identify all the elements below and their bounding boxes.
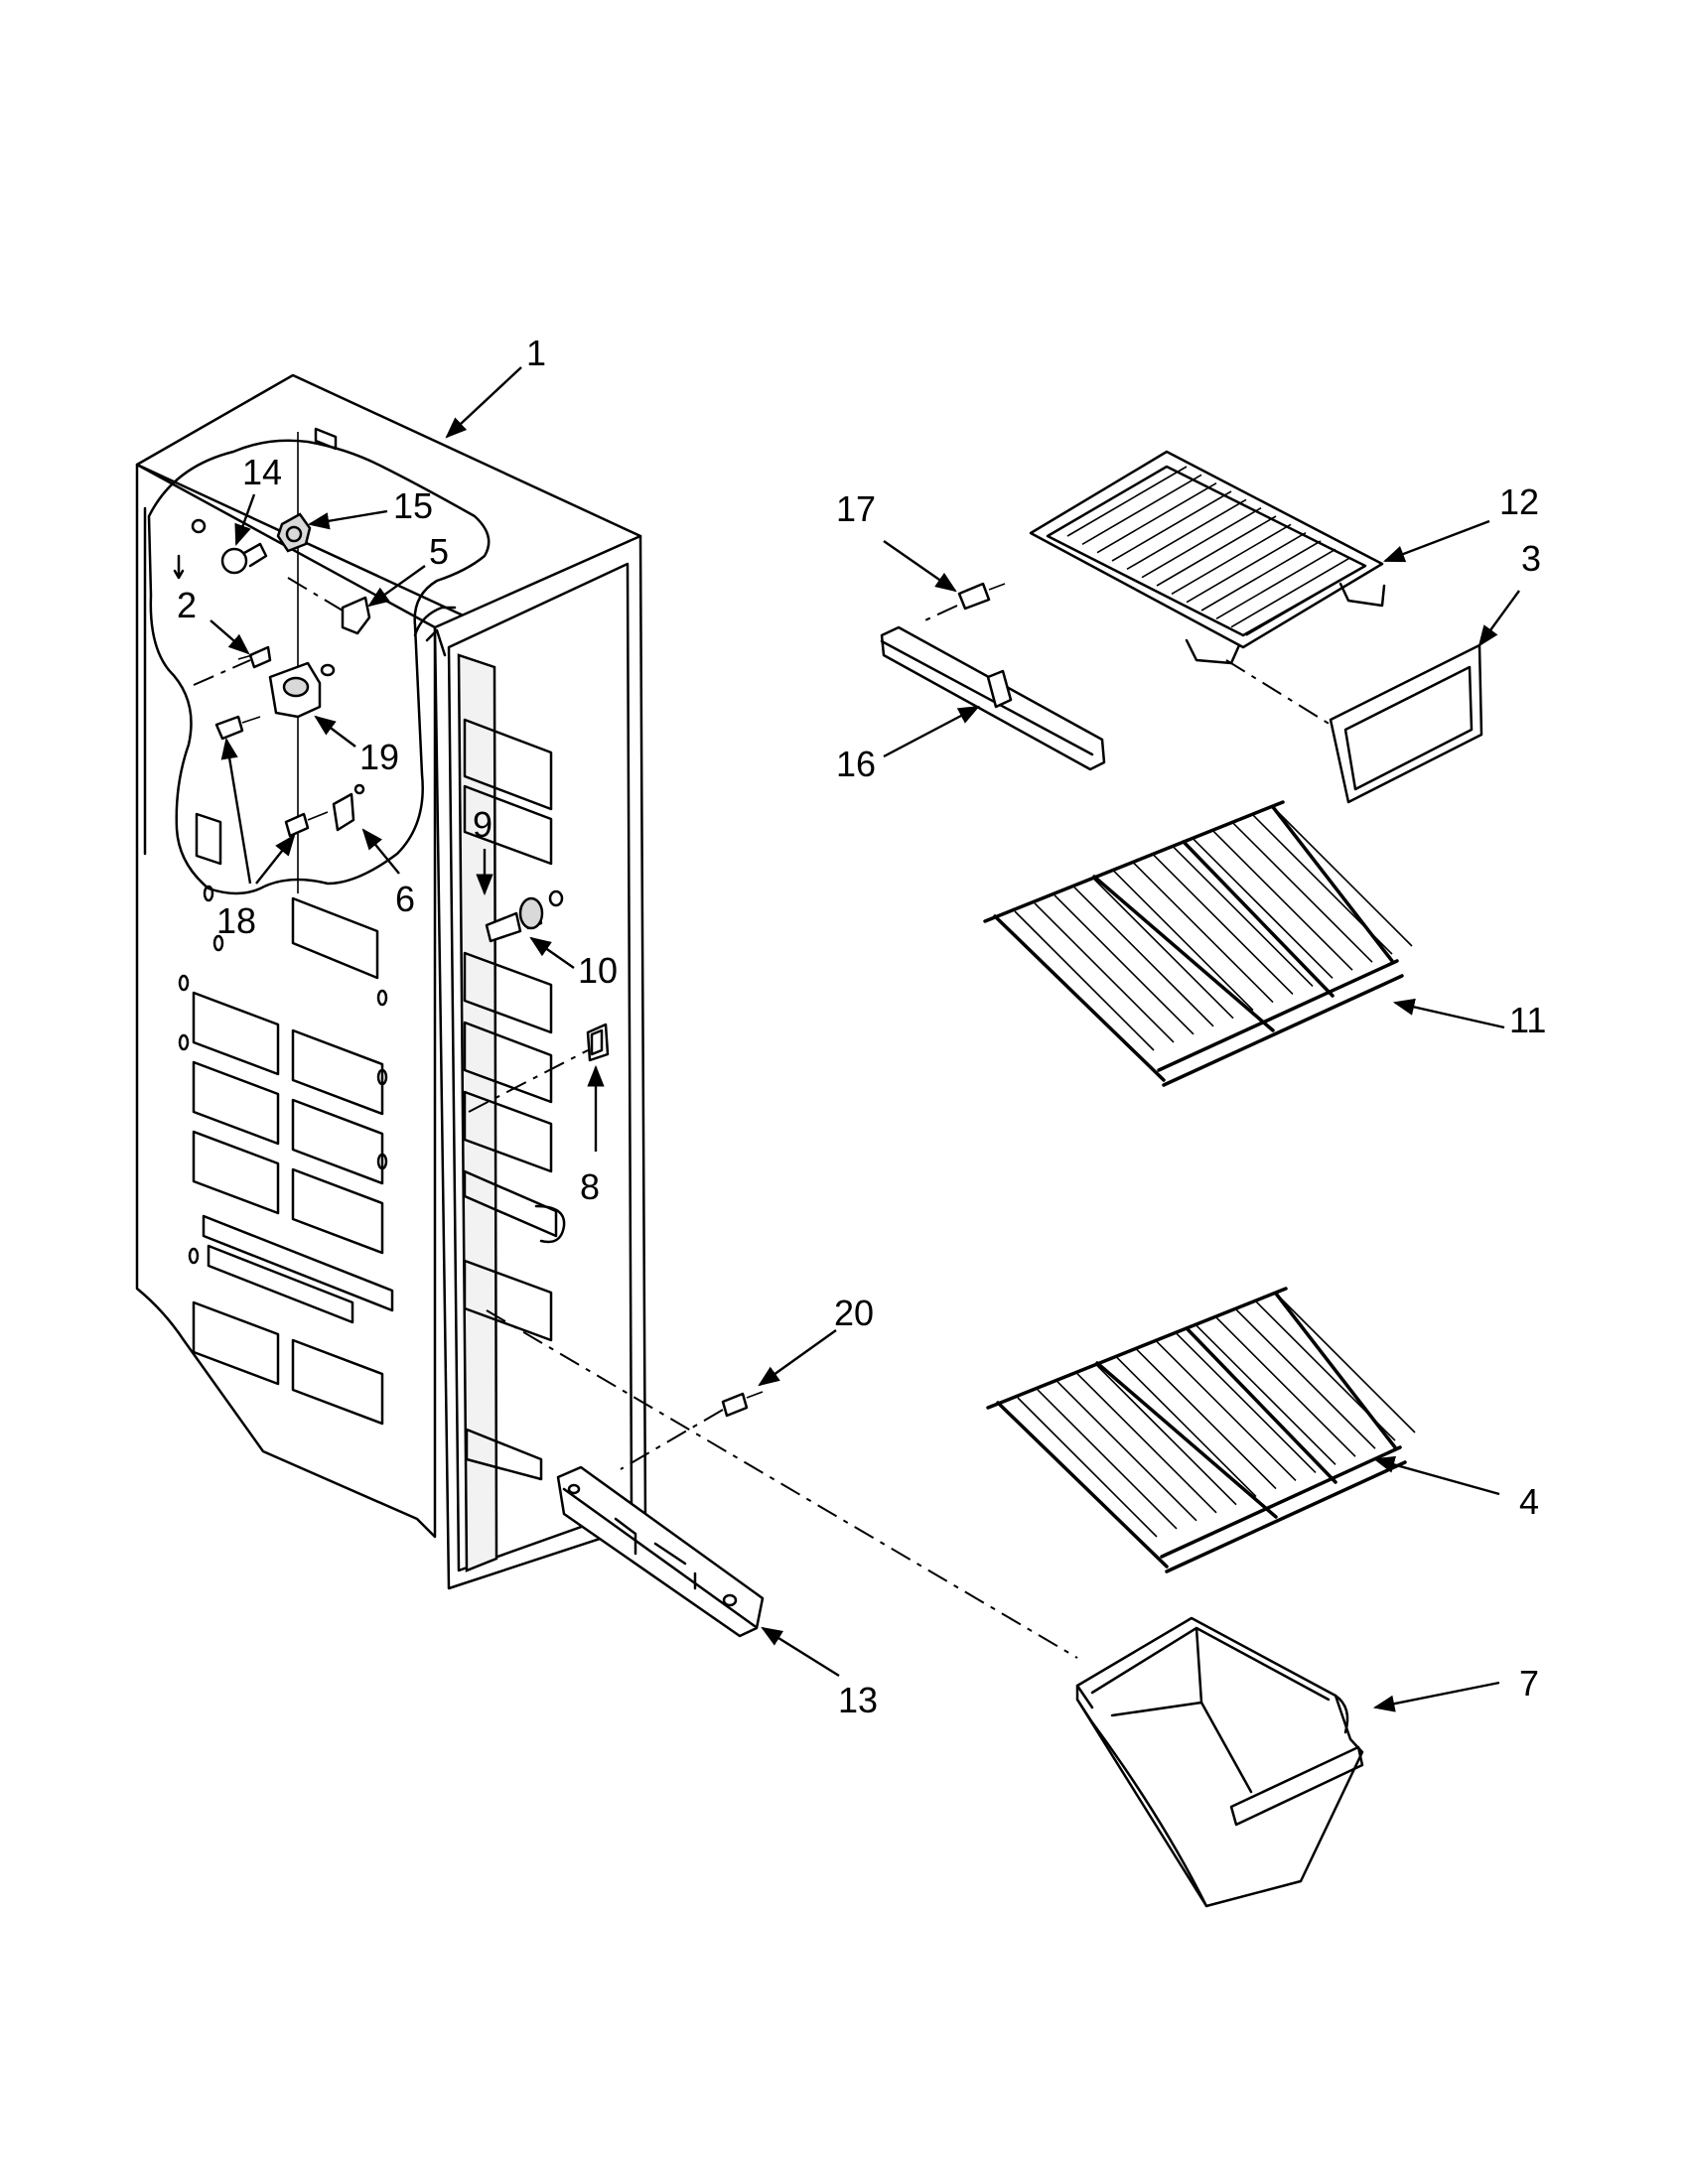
callout-14: 14 [242, 452, 282, 492]
callout-9: 9 [473, 804, 492, 845]
liner-hardware [193, 512, 610, 1113]
callout-4: 4 [1519, 1481, 1539, 1522]
liner-inner-wall-recesses [463, 718, 566, 1481]
bottom-track-assembly [556, 1465, 765, 1638]
callout-13: 13 [838, 1680, 878, 1720]
liner-panel-recesses [192, 812, 394, 1426]
callout-2: 2 [177, 585, 197, 625]
callout-11: 11 [1509, 1000, 1546, 1040]
callout-labels: 1 14 15 5 2 19 6 18 9 10 8 17 16 12 3 11… [177, 333, 1546, 1720]
wire-shelf-lower [986, 1287, 1416, 1573]
callout-3: 3 [1521, 538, 1541, 579]
wire-shelf-upper [983, 800, 1413, 1087]
callout-8: 8 [580, 1166, 600, 1207]
shelf-trim [1329, 643, 1483, 804]
screw-18a [214, 715, 261, 741]
screw-20 [721, 1391, 764, 1418]
callout-7: 7 [1519, 1663, 1539, 1704]
callout-19: 19 [359, 737, 399, 777]
callout-1: 1 [526, 333, 546, 373]
bracket [332, 783, 365, 832]
leader-lines [210, 366, 1520, 1712]
callout-16: 16 [836, 744, 876, 784]
screw-18b [284, 811, 329, 838]
callout-12: 12 [1499, 481, 1539, 522]
liner-holes [178, 885, 388, 1265]
bracket-clip [341, 596, 371, 635]
fitting [485, 889, 564, 943]
shelf-support [880, 625, 1106, 771]
light-socket [276, 512, 312, 553]
screw-17 [957, 582, 1006, 611]
callout-17: 17 [836, 488, 876, 529]
thermostat-housing [268, 661, 336, 719]
freezer-bin [1075, 1616, 1364, 1908]
callout-20: 20 [834, 1293, 874, 1333]
callout-10: 10 [578, 950, 618, 991]
callout-6: 6 [395, 879, 415, 919]
freezer-liner [135, 373, 647, 1590]
shelf-frame [1029, 450, 1386, 665]
callout-5: 5 [429, 531, 449, 572]
callout-15: 15 [393, 485, 433, 526]
door-switch [586, 1023, 610, 1062]
light-bulb [220, 542, 268, 575]
callout-18: 18 [216, 900, 256, 941]
screw [237, 645, 272, 669]
